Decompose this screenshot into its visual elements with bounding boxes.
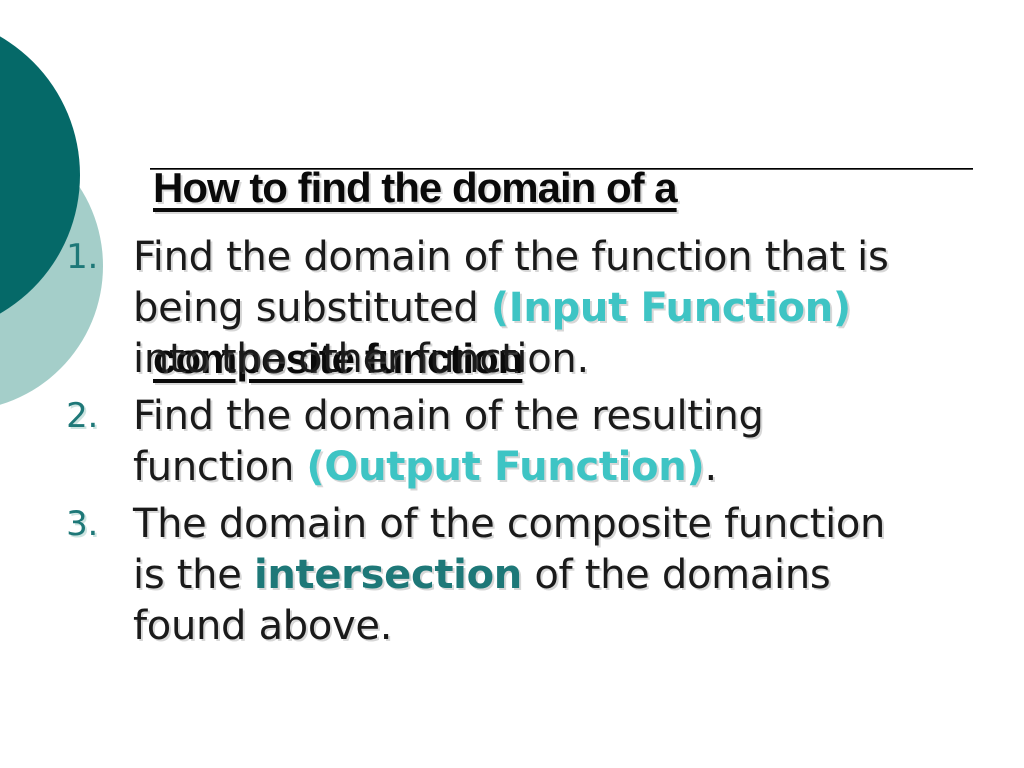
text-run: found above. [133, 603, 393, 649]
list-item-2: 2. Find the domain of the resulting func… [60, 391, 960, 493]
list-item-3-text: The domain of the composite function is … [133, 499, 885, 652]
text-line: The domain of the composite function [133, 499, 885, 550]
list-item-3-number: 3. [66, 504, 98, 544]
numbered-list: 1. Find the domain of the function that … [60, 232, 960, 658]
list-item-2-text: Find the domain of the resulting functio… [133, 391, 764, 493]
slide-title: How to find the domain of a composite fu… [153, 45, 678, 501]
intersection-highlight: intersection [253, 552, 522, 598]
text-line: is the intersection of the domains [133, 550, 885, 601]
text-line: found above. [133, 601, 885, 652]
title-divider-line [150, 168, 973, 170]
slide-title-line-2: composite function [153, 335, 523, 382]
text-line: Find the domain of the resulting [133, 391, 764, 442]
list-item-3: 3. The domain of the composite function … [60, 499, 960, 652]
text-run: is the [133, 552, 254, 598]
slide-title-line-1: How to find the domain of a [153, 164, 678, 211]
text-run: Find the domain of the resulting [133, 393, 764, 439]
list-item-1-number: 1. [66, 237, 98, 277]
input-function-highlight: (Input Function) [490, 285, 851, 331]
text-line: into the other function. [133, 334, 889, 385]
text-run: The domain of the composite function [133, 501, 886, 547]
text-run: Find the domain of the function that is [133, 234, 889, 280]
text-run: of the domains [521, 552, 831, 598]
list-item-1: 1. Find the domain of the function that … [60, 232, 960, 385]
text-line: being substituted (Input Function) [133, 283, 889, 334]
text-line: function (Output Function). [133, 442, 764, 493]
text-run: . [704, 444, 717, 490]
text-run: into the other function. [133, 336, 589, 382]
text-line: Find the domain of the function that is [133, 232, 889, 283]
output-function-highlight: (Output Function) [306, 444, 705, 490]
list-item-1-text: Find the domain of the function that is … [133, 232, 889, 385]
list-item-2-number: 2. [66, 396, 98, 436]
text-run: being substituted [133, 285, 491, 331]
text-run: function [133, 444, 307, 490]
